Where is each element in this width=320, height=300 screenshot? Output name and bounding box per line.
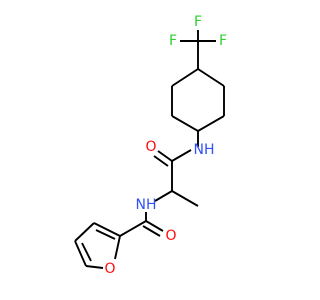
bond-furan-c3-c2 xyxy=(93,222,121,237)
bond-ring-1 xyxy=(197,68,225,87)
bond-alpha-methyl xyxy=(171,190,199,207)
bond-amide-co-2 xyxy=(153,155,169,167)
atom-carbonyl-oxygen: O xyxy=(165,228,176,244)
bond-group xyxy=(74,30,225,269)
bond-furan-c4-c3 xyxy=(74,222,95,242)
atom-fluorine-top: F xyxy=(194,14,202,30)
atom-fluorine-left: F xyxy=(169,33,177,49)
bond-furan-c5-c4-inner xyxy=(81,242,92,262)
bond-amide-co-1 xyxy=(157,150,173,162)
atom-amide-oxygen: O xyxy=(145,139,156,155)
bond-ring-4 xyxy=(171,115,199,132)
bond-ring-6 xyxy=(171,68,199,87)
bond-furoyl-co-2 xyxy=(142,225,161,237)
atom-furoyl-nh: NH xyxy=(136,197,157,213)
atom-fluorine-right: F xyxy=(219,33,227,49)
bond-carbonyl-furan xyxy=(119,220,147,237)
chemical-structure-diagram: F F F NH O NH O O xyxy=(74,14,227,277)
bond-furoyl-co-1 xyxy=(145,220,164,232)
atom-labels: F F F NH O NH O O xyxy=(104,14,227,277)
atom-furan-oxygen: O xyxy=(104,261,115,277)
atom-amide-nh: NH xyxy=(194,142,215,158)
bond-furan-c2-o xyxy=(114,235,121,260)
bond-furan-c5-c4 xyxy=(74,240,87,267)
bond-ring-3 xyxy=(197,115,225,132)
bond-alpha-nh xyxy=(154,190,173,202)
bond-furan-c3-c2-inner xyxy=(95,229,116,240)
bond-furan-o-c5 xyxy=(85,265,104,269)
bond-nh-carbonyl xyxy=(171,149,192,162)
